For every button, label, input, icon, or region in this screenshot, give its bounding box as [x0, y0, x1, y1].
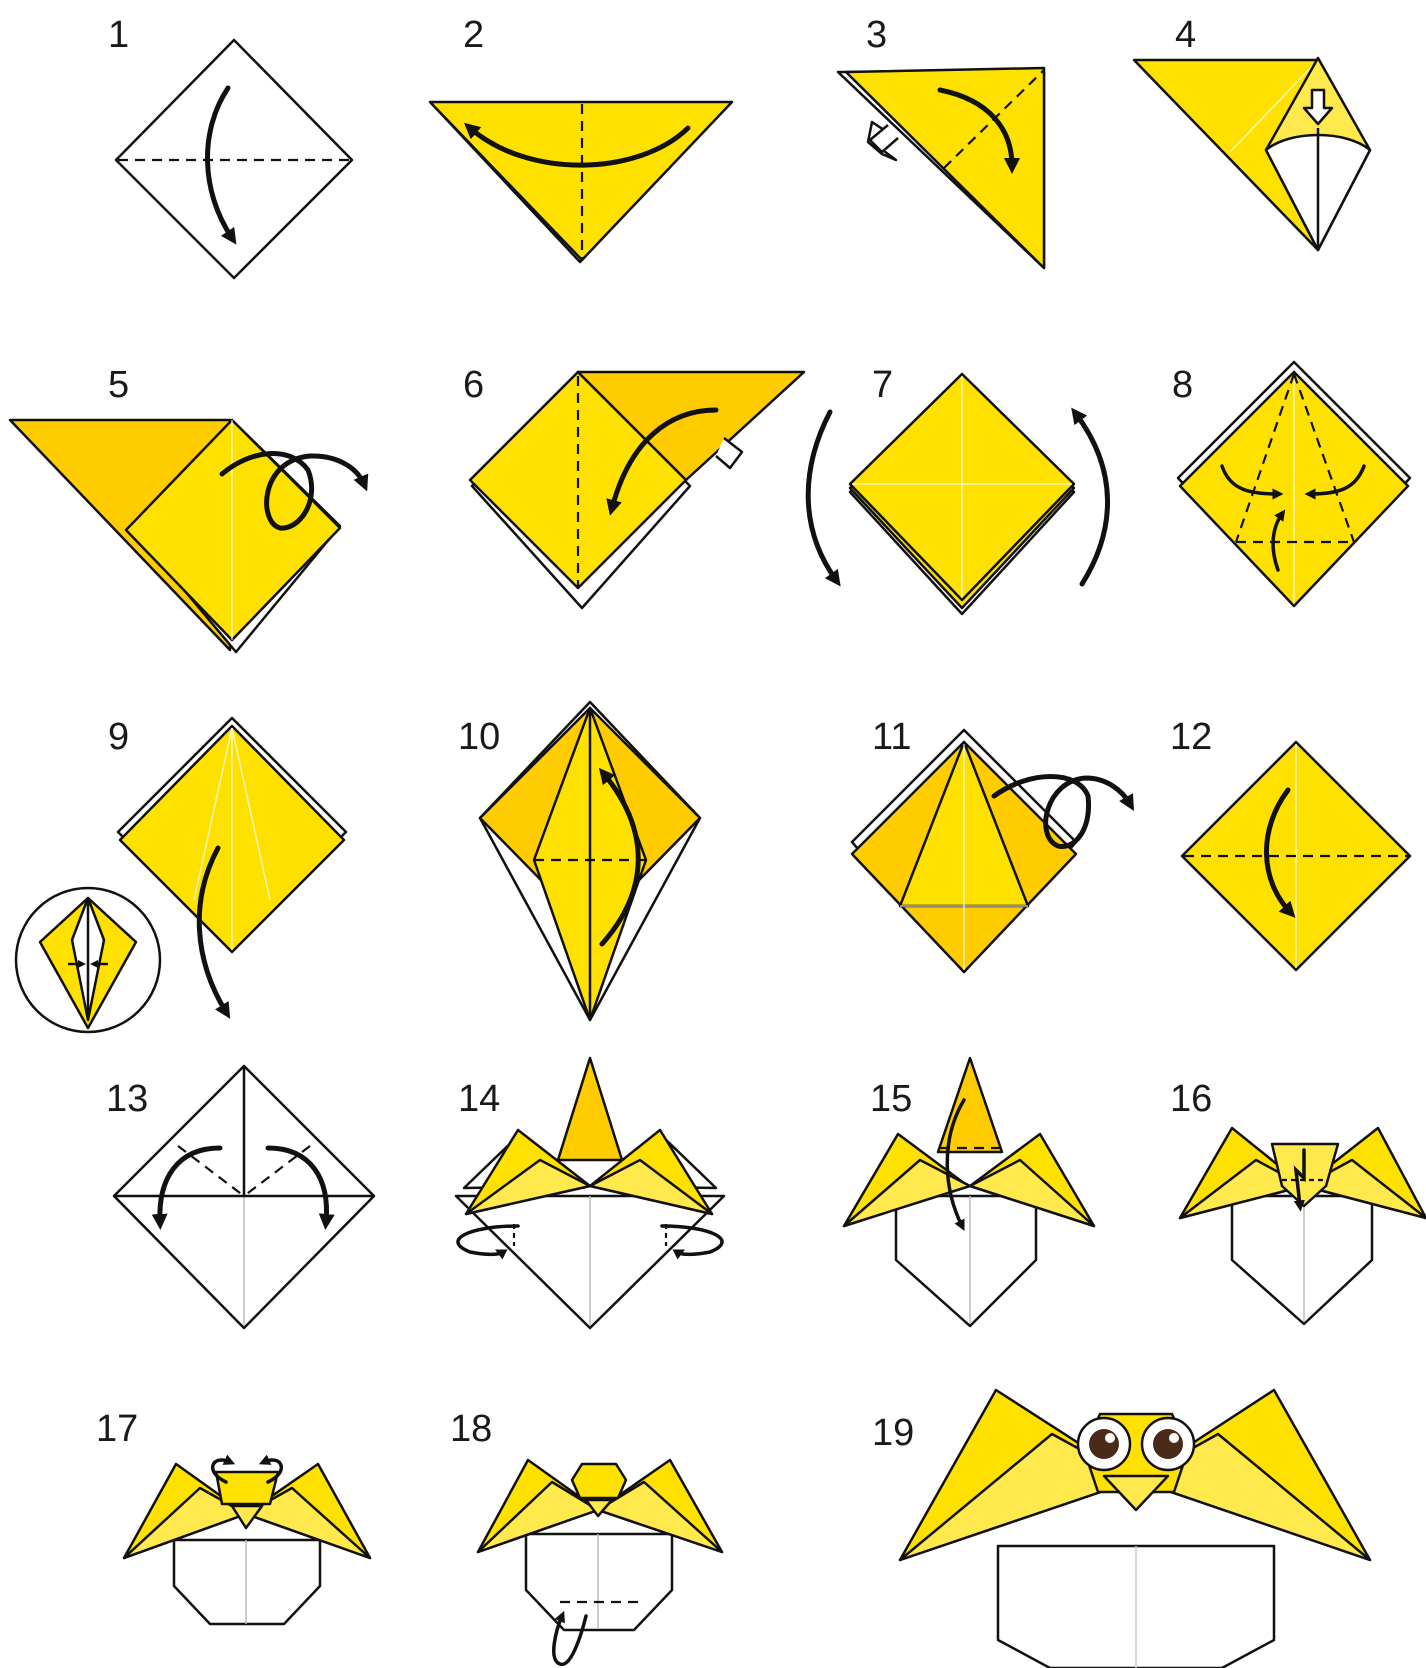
step-12-figure [1182, 742, 1410, 970]
left-eye-iris [1089, 1429, 1119, 1459]
step-9-figure [16, 718, 346, 1032]
step-19-figure [900, 1390, 1370, 1668]
right-eye-iris [1153, 1429, 1183, 1459]
step-10-figure [480, 702, 700, 1020]
right-eye-highlight [1169, 1433, 1179, 1443]
step-3-figure [838, 68, 1044, 268]
paper-square [116, 40, 352, 278]
step-16-figure [1180, 1128, 1426, 1324]
step-6-figure [470, 372, 804, 608]
body [896, 1196, 1036, 1326]
step-17-figure [124, 1460, 370, 1624]
body [174, 1540, 320, 1624]
step-4-figure [1134, 58, 1370, 250]
step-15-figure [844, 1058, 1094, 1326]
step-14-figure [456, 1058, 724, 1328]
body [1232, 1196, 1372, 1324]
step-7-figure [808, 374, 1107, 614]
head [216, 1472, 278, 1504]
step-13-figure [114, 1066, 374, 1328]
body [526, 1534, 672, 1630]
center-point [938, 1058, 1002, 1152]
step-2-figure [430, 102, 732, 262]
step-1-figure [116, 40, 352, 278]
head [572, 1464, 626, 1498]
left-eye-highlight [1105, 1433, 1115, 1443]
step-8-figure [1178, 362, 1410, 606]
step-18-figure [478, 1460, 722, 1664]
step-11-figure [852, 730, 1130, 972]
center-point [558, 1058, 622, 1160]
rotate-arrow-right [1076, 414, 1108, 584]
rotate-arrow-left [808, 412, 836, 580]
step-5-figure [10, 420, 364, 652]
